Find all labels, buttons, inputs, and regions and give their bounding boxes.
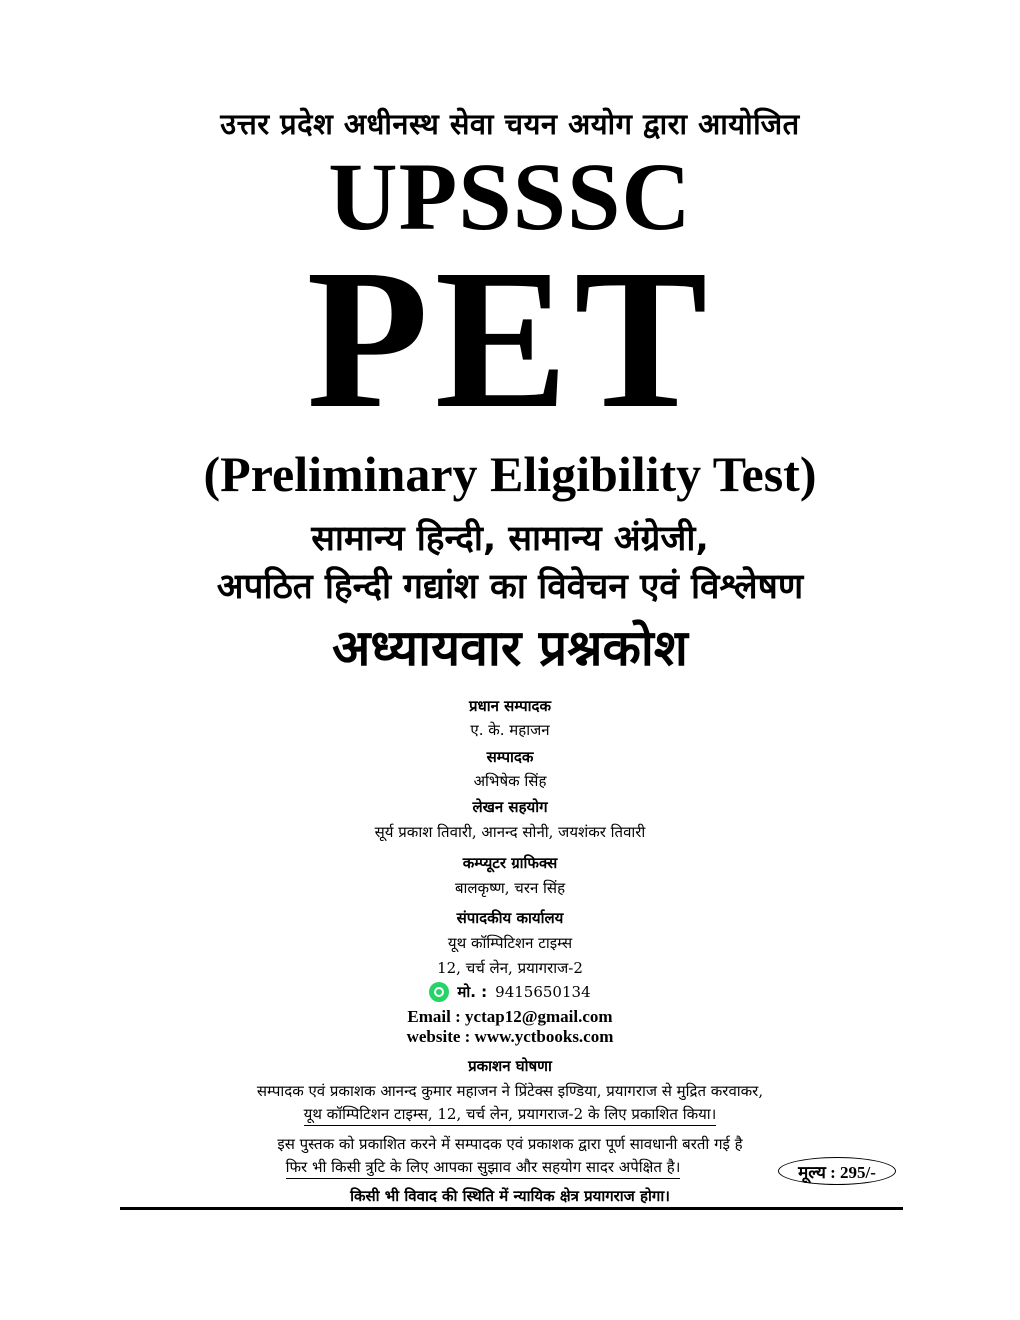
mobile-contact: मो. : 9415650134	[0, 982, 1020, 1002]
disclaimer-line-2-wrap: फिर भी किसी त्रुटि के लिए आपका सुझाव और …	[0, 1157, 966, 1179]
subject-line-1: सामान्य हिन्दी, सामान्य अंग्रेजी,	[311, 519, 709, 559]
email-line: Email : yctap12@gmail.com	[407, 1007, 613, 1026]
organizer-heading: उत्तर प्रदेश अधीनस्थ सेवा चयन अयोग द्वार…	[220, 107, 800, 141]
graphics-names: बालकृष्ण, चरन सिंह	[454, 879, 566, 897]
price-badge: मूल्य : 295/-	[778, 1157, 896, 1185]
writing-support-names: सूर्य प्रकाश तिवारी, आनन्द सोनी, जयशंकर …	[374, 823, 646, 841]
editor-label: सम्पादक	[486, 748, 534, 766]
chief-editor-name: ए. के. महाजन	[470, 721, 550, 739]
office-label: संपादकीय कार्यालय	[456, 909, 564, 927]
subject-line-2: अपठित हिन्दी गद्यांश का विवेचन एवं विश्ल…	[216, 567, 804, 607]
mobile-number: 9415650134	[495, 983, 591, 1001]
publication-label: प्रकाशन घोषणा	[468, 1057, 552, 1075]
chief-editor-label: प्रधान सम्पादक	[468, 697, 551, 715]
exam-title: PET	[306, 229, 714, 450]
publication-line-1: सम्पादक एवं प्रकाशक आनन्द कुमार महाजन ने…	[256, 1082, 764, 1100]
publication-line-2: यूथ कॉम्पिटिशन टाइम्स, 12, चर्च लेन, प्र…	[303, 1104, 717, 1126]
disclaimer-line-1: इस पुस्तक को प्रकाशित करने में सम्पादक ए…	[277, 1135, 743, 1153]
whatsapp-icon	[429, 982, 450, 1002]
editor-name: अभिषेक सिंह	[473, 772, 547, 790]
jurisdiction-note: किसी भी विवाद की स्थिति में न्यायिक क्षे…	[350, 1187, 670, 1205]
exam-body-title: UPSSSC	[328, 143, 692, 250]
exam-fullname: (Preliminary Eligibility Test)	[203, 446, 817, 502]
publication-line-2-wrap: यूथ कॉम्पिटिशन टाइम्स, 12, चर्च लेन, प्र…	[0, 1104, 1020, 1126]
office-name: यूथ कॉम्पिटिशन टाइम्स	[447, 934, 573, 952]
bottom-rule	[120, 1207, 903, 1210]
website-line: website : www.yctbooks.com	[406, 1027, 614, 1046]
disclaimer-line-2: फिर भी किसी त्रुटि के लिए आपका सुझाव और …	[285, 1157, 681, 1179]
writing-support-label: लेखन सहयोग	[472, 798, 548, 816]
graphics-label: कम्प्यूटर ग्राफिक्स	[462, 854, 558, 872]
office-address: 12, चर्च लेन, प्रयागराज-2	[437, 959, 583, 977]
book-type-title: अध्यायवार प्रश्नकोश	[332, 619, 688, 677]
mobile-label: मो. :	[457, 983, 488, 1001]
